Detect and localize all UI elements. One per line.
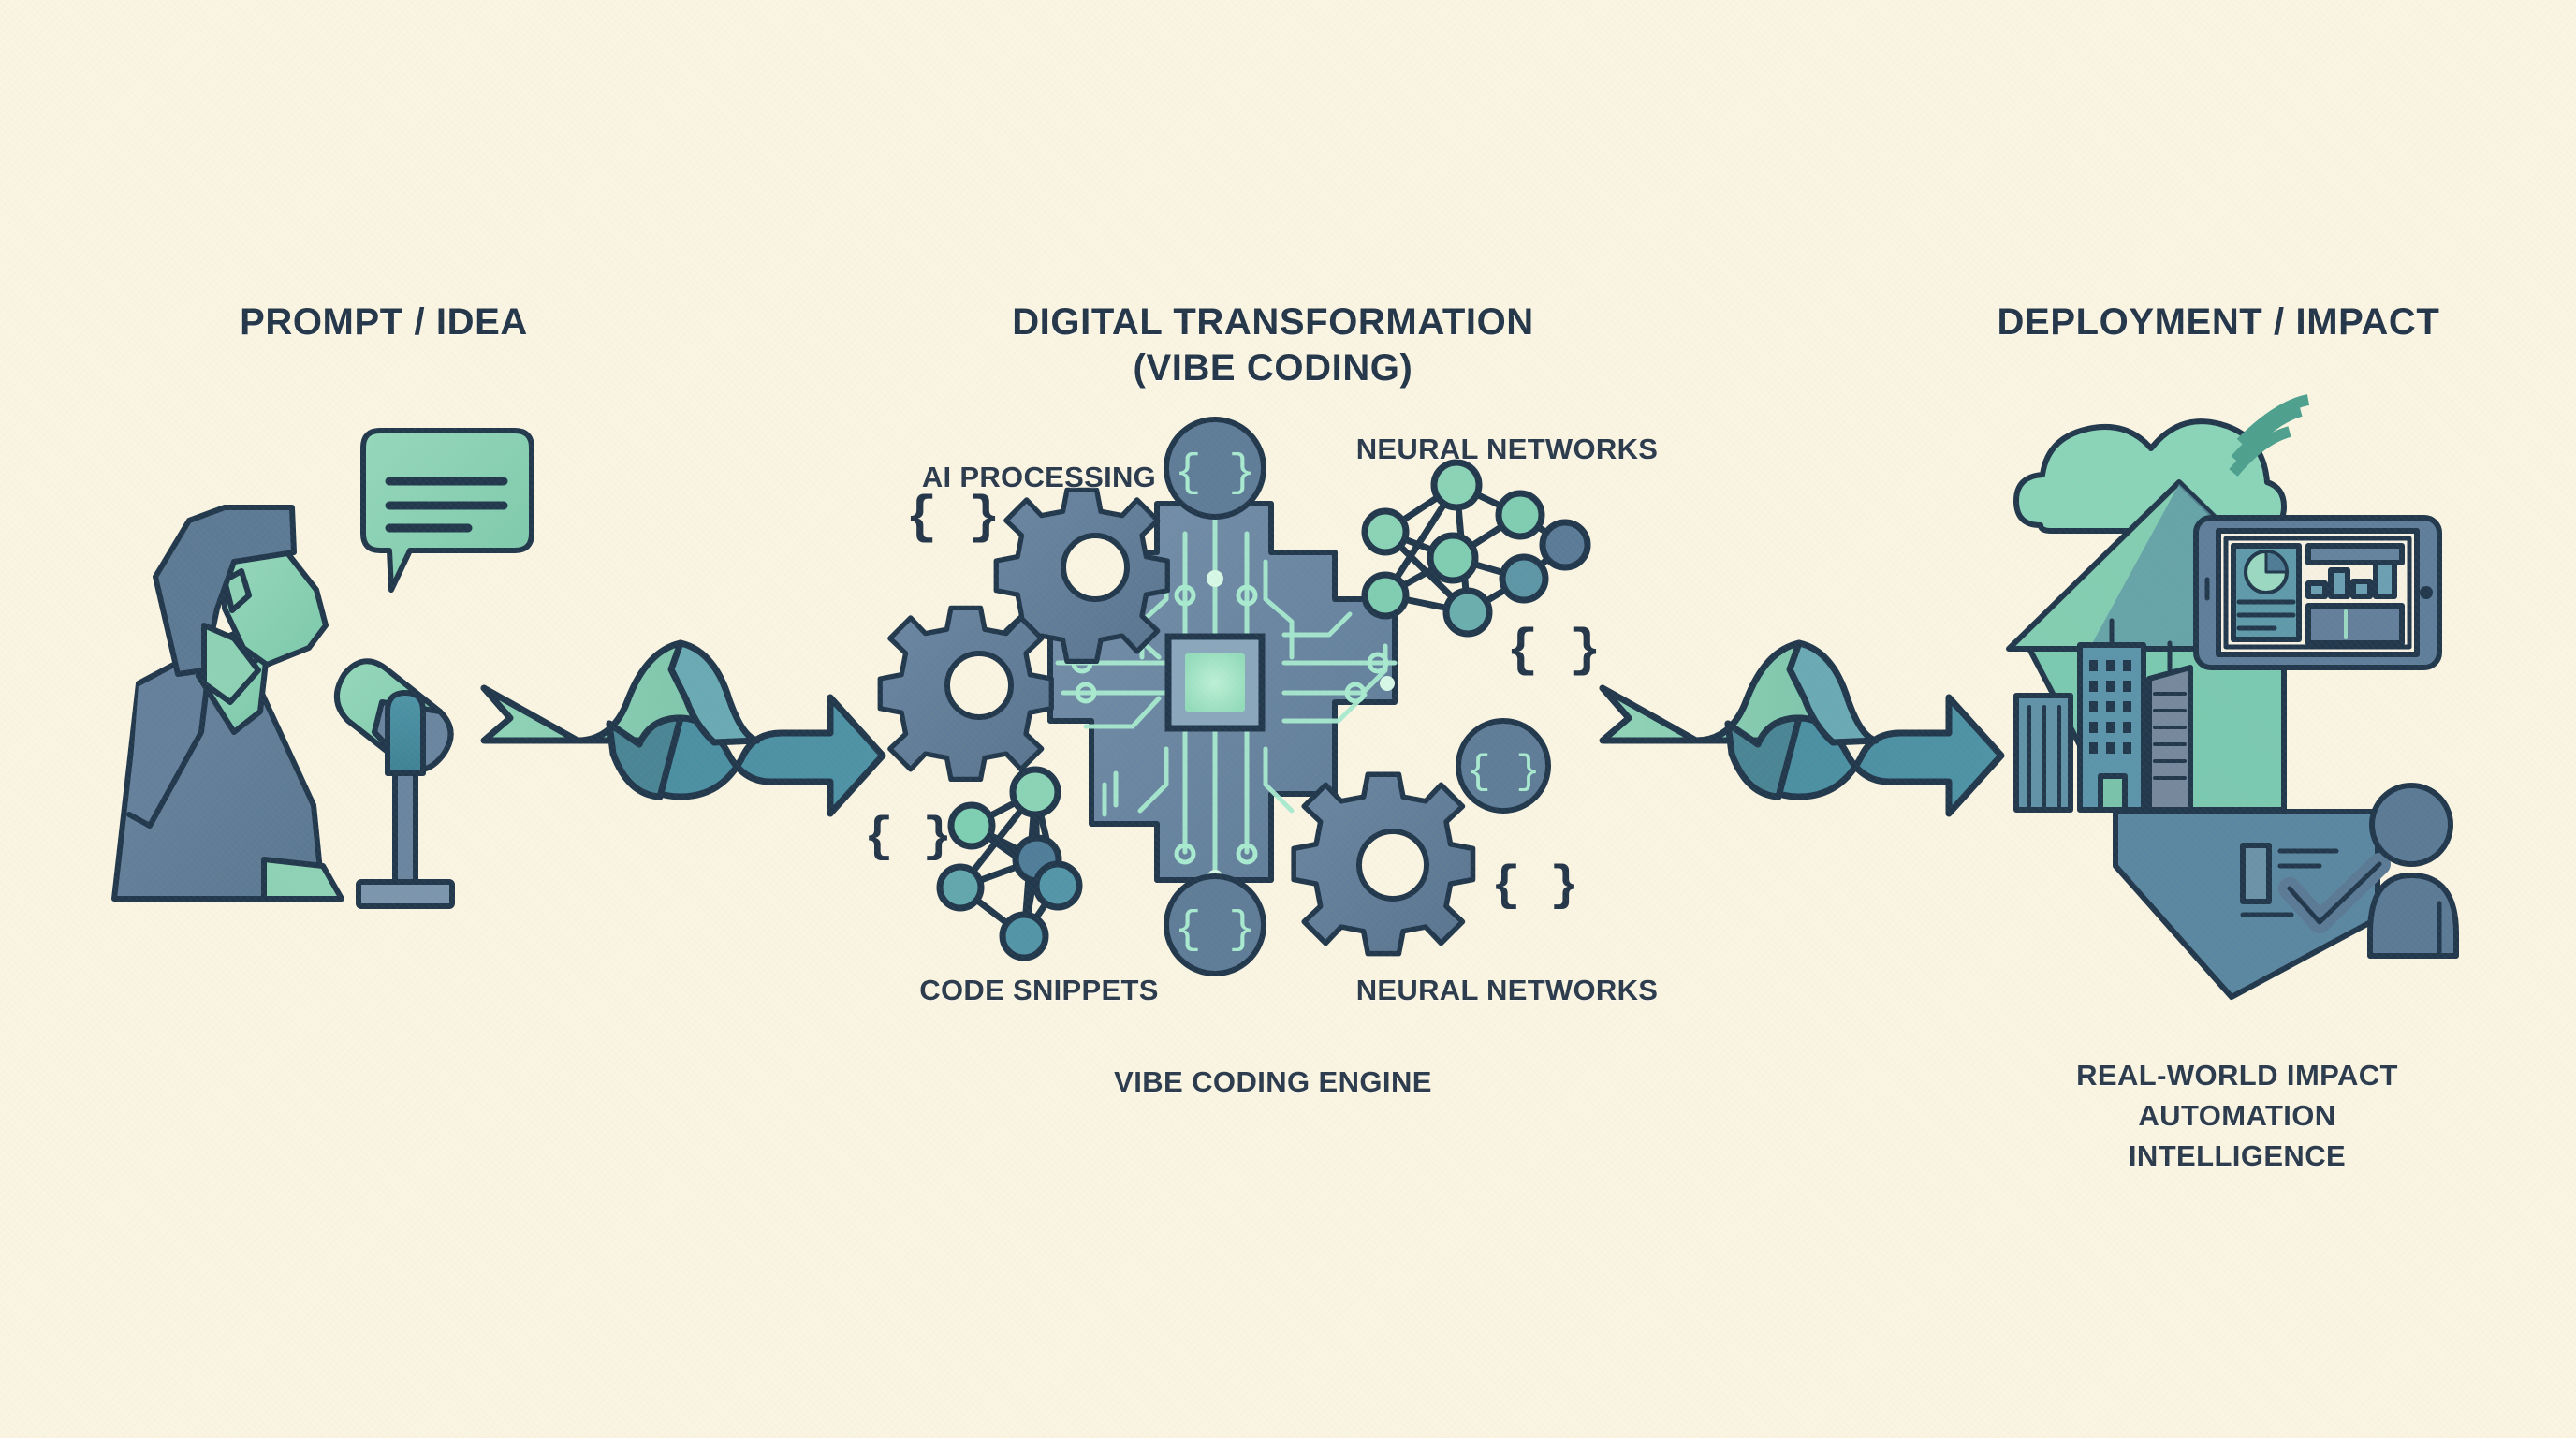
- speech-bubble-icon: [360, 428, 534, 593]
- neural-networks-top-label: NEURAL NETWORKS: [1355, 433, 1659, 465]
- code-snippets-label: CODE SNIPPETS: [919, 974, 1159, 1006]
- glow-node-top: [1207, 570, 1223, 587]
- code-braces-float-2: { }: [864, 810, 952, 865]
- ribbon-twist-top: [667, 639, 761, 746]
- code-braces-circle-right: { }: [1456, 718, 1551, 814]
- stage-title-deployment: DEPLOYMENT / IMPACT: [1997, 301, 2440, 343]
- code-braces-float-4: { }: [1491, 858, 1579, 914]
- chip-core: [1185, 653, 1245, 712]
- code-braces-float-3: { }: [1507, 621, 1602, 681]
- person-ear: [222, 568, 252, 613]
- person-face: [222, 548, 329, 668]
- tablet-dashboard-icon: [2193, 515, 2442, 670]
- vibe-coding-engine-caption: VIBE CODING ENGINE: [1114, 1065, 1432, 1098]
- neural-network-icon-bottom: [936, 766, 1083, 961]
- glow-node-right: [1380, 676, 1395, 691]
- bar-chart-icon: [2305, 560, 2397, 599]
- person-approval-icon: [2240, 783, 2459, 959]
- ribbon-twist-bottom: [1724, 714, 1803, 800]
- vibe-coding-engine-illustration: { } { } { }: [864, 412, 1610, 1067]
- ribbon-twist-bottom: [606, 714, 684, 800]
- stage-title-prompt: PROMPT / IDEA: [240, 301, 528, 343]
- gear-icon-bottom-right: [1291, 771, 1476, 957]
- person-jaw: [201, 623, 261, 705]
- prompt-illustration: [94, 403, 580, 909]
- code-braces-float-1: { }: [906, 488, 1001, 548]
- code-brace-glyph: { }: [1175, 448, 1255, 499]
- code-braces-circle-bottom: { }: [1164, 873, 1266, 976]
- ribbon-twist-top: [1786, 639, 1880, 746]
- gear-icon-left: [877, 605, 1054, 783]
- code-braces-circle-top: { }: [1164, 417, 1266, 520]
- deployment-illustration: [2003, 394, 2509, 1016]
- neural-network-icon-top: [1361, 459, 1591, 638]
- gear-icon-top-left: [993, 487, 1170, 665]
- microphone-icon: [334, 658, 455, 909]
- code-brace-glyph: { }: [1466, 749, 1540, 796]
- deployment-caption: REAL-WORLD IMPACT AUTOMATION INTELLIGENC…: [2076, 1059, 2398, 1172]
- flow-arrow-left: [473, 632, 886, 819]
- ai-processing-label: AI PROCESSING: [921, 461, 1157, 493]
- neural-networks-bottom-label: NEURAL NETWORKS: [1355, 974, 1659, 1006]
- stage-title-transformation: DIGITAL TRANSFORMATION (VIBE CODING): [1012, 301, 1534, 389]
- person-hair: [153, 505, 297, 677]
- code-brace-glyph: { }: [1175, 905, 1255, 956]
- person-base-wedge: [261, 857, 344, 902]
- flow-arrow-right: [1591, 632, 2005, 819]
- wifi-signal-icon: [2229, 394, 2310, 477]
- pie-chart-icon: [2244, 550, 2289, 594]
- city-buildings-icon: [2013, 618, 2193, 813]
